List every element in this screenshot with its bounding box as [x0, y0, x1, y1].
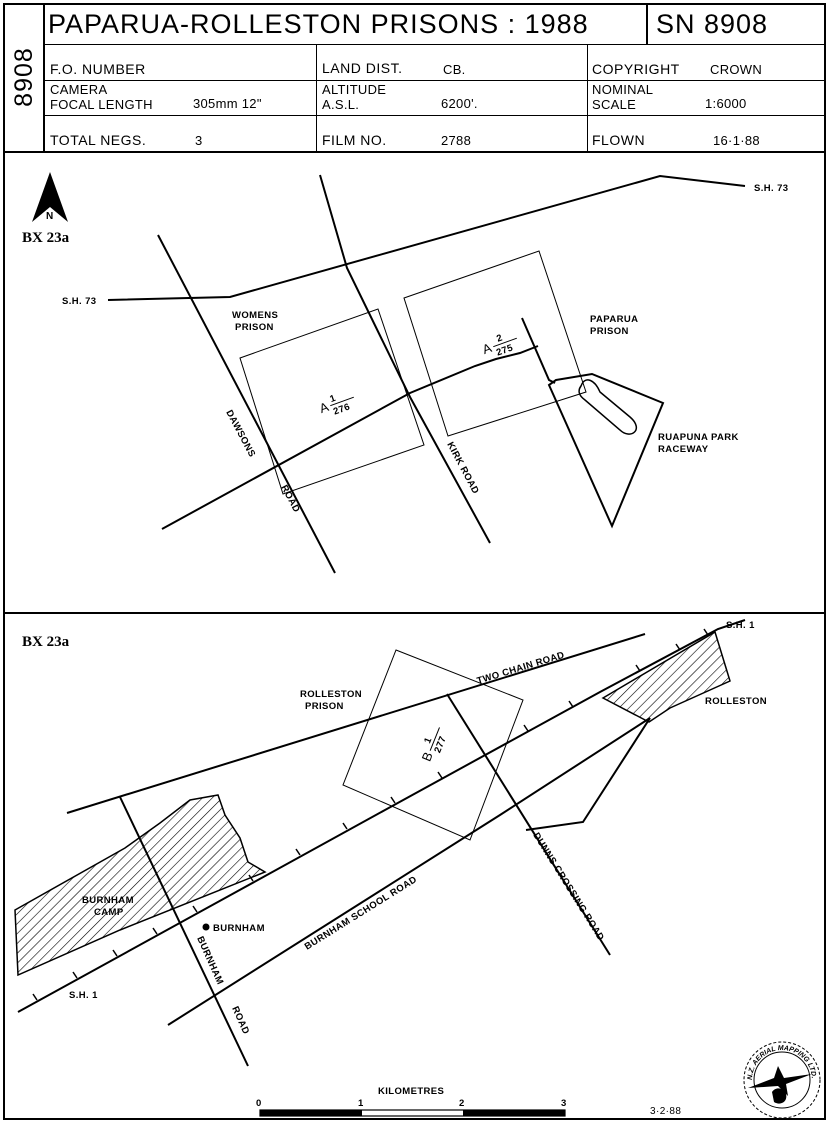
north-label: N: [46, 211, 54, 222]
photo-frame-a276: [239, 308, 425, 495]
total-negs-label: TOTAL NEGS.: [50, 132, 147, 148]
burnham-camp-area: [14, 794, 267, 977]
flown-label: FLOWN: [592, 132, 646, 148]
aerial-mapping-logo: N.Z. AERIAL MAPPING LTD.: [743, 1041, 821, 1119]
scale-bar: KILOMETRES 0 1 2 3: [256, 1086, 567, 1117]
rolleston-prison-label-1: ROLLESTON: [300, 689, 362, 700]
ruapuna-label-2: RACEWAY: [658, 444, 709, 455]
dawsons-road-label-road: ROAD: [278, 483, 302, 514]
burnham-school-road-label: BURNHAM SCHOOL ROAD: [303, 874, 419, 952]
svg-text:2: 2: [495, 332, 504, 344]
footer-date: 3·2·88: [650, 1106, 681, 1117]
film-no-value: 2788: [441, 133, 472, 148]
film-no-label: FILM NO.: [322, 132, 387, 148]
svg-text:A: A: [480, 340, 494, 357]
flown-value: 16·1·88: [713, 133, 760, 148]
paparua-prison-label-2: PRISON: [590, 326, 629, 337]
scale-unit-label: KILOMETRES: [378, 1086, 444, 1097]
sheet-id-top: BX 23a: [22, 230, 70, 246]
railway-ticks: [32, 628, 709, 1001]
sheet-id-bottom: BX 23a: [22, 634, 70, 650]
womens-prison-label-1: WOMENS: [232, 310, 278, 321]
paparua-prison-label-1: PAPARUA: [590, 314, 638, 325]
photo-label-a275: A 2 275: [480, 332, 517, 359]
two-chain-road: [66, 633, 646, 814]
womens-prison-label-2: PRISON: [235, 322, 274, 333]
svg-text:1: 1: [422, 735, 434, 745]
dunns-crossing-road-label: DUNNS CROSSING ROAD: [530, 831, 606, 943]
east-west-road: [161, 345, 539, 530]
rolleston-area: [601, 630, 731, 723]
scale-tick-2: 2: [459, 1098, 465, 1109]
raceway-outline: [547, 372, 665, 529]
raceway-track: [578, 379, 637, 435]
rolleston-label: ROLLESTON: [705, 696, 767, 707]
copyright-label: COPYRIGHT: [592, 61, 680, 77]
sh73-label-right: S.H. 73: [754, 183, 788, 194]
sh73-road: [107, 174, 746, 301]
burnham-camp-label-1: BURNHAM: [82, 895, 134, 906]
svg-text:A: A: [317, 399, 331, 416]
sh1-road: [17, 619, 746, 1013]
burnham-label: BURNHAM: [213, 923, 265, 934]
burnham-dot-icon: [202, 923, 210, 931]
focal-length-label: FOCAL LENGTH: [50, 97, 153, 112]
nominal-label: NOMINAL: [592, 82, 654, 97]
land-dist-label: LAND DIST.: [322, 60, 403, 76]
photo-label-a276: A 1 276: [317, 393, 354, 418]
camera-label: CAMERA: [50, 82, 108, 97]
land-dist-value: CB.: [443, 62, 466, 77]
photo-label-b277: B 1 277: [419, 727, 449, 763]
sh73-label-left: S.H. 73: [62, 296, 96, 307]
scale-tick-0: 0: [256, 1098, 262, 1109]
burnham-camp-label-2: CAMP: [94, 907, 124, 918]
copyright-value: CROWN: [710, 62, 763, 77]
sheet-title: PAPARUA-ROLLESTON PRISONS : 1988: [48, 9, 589, 39]
altitude-value: 6200'.: [441, 96, 478, 111]
asl-label: A.S.L.: [322, 97, 360, 112]
total-negs-value: 3: [195, 133, 203, 148]
scale-tick-3: 3: [561, 1098, 567, 1109]
fo-number-label: F.O. NUMBER: [50, 61, 146, 77]
dawsons-road: [157, 234, 336, 574]
sh1-label-right: S.H. 1: [726, 620, 755, 631]
altitude-label: ALTITUDE: [322, 82, 387, 97]
rolleston-prison-label-2: PRISON: [305, 701, 344, 712]
bottom-map: S.H. 1 TWO CHAIN ROAD ROLLESTON PRISON R…: [14, 619, 767, 1067]
kirk-road: [319, 174, 491, 544]
top-map: S.H. 73 S.H. 73 WOMENS PRISON PAPARUA PR…: [62, 174, 788, 574]
dunns-crossing-road: [446, 693, 611, 956]
scale-value: 1:6000: [705, 96, 747, 111]
svg-text:276: 276: [332, 401, 352, 417]
scale-label: SCALE: [592, 97, 637, 112]
burnham-school-road: [167, 717, 651, 1026]
sortie-number: SN 8908: [656, 9, 769, 39]
svg-text:1: 1: [328, 393, 337, 405]
sh1-label-left: S.H. 1: [69, 990, 98, 1001]
ruapuna-label-1: RUAPUNA PARK: [658, 432, 739, 443]
photo-frame-a275: [403, 250, 587, 437]
two-chain-road-label: TWO CHAIN ROAD: [476, 650, 566, 687]
scale-tick-1: 1: [358, 1098, 364, 1109]
rolleston-boundary-road: [525, 717, 651, 831]
north-arrow-icon: N: [32, 172, 68, 222]
focal-length-value: 305mm 12": [193, 96, 262, 111]
photo-frame-b277: [342, 649, 524, 841]
burnham-road: [119, 796, 249, 1067]
